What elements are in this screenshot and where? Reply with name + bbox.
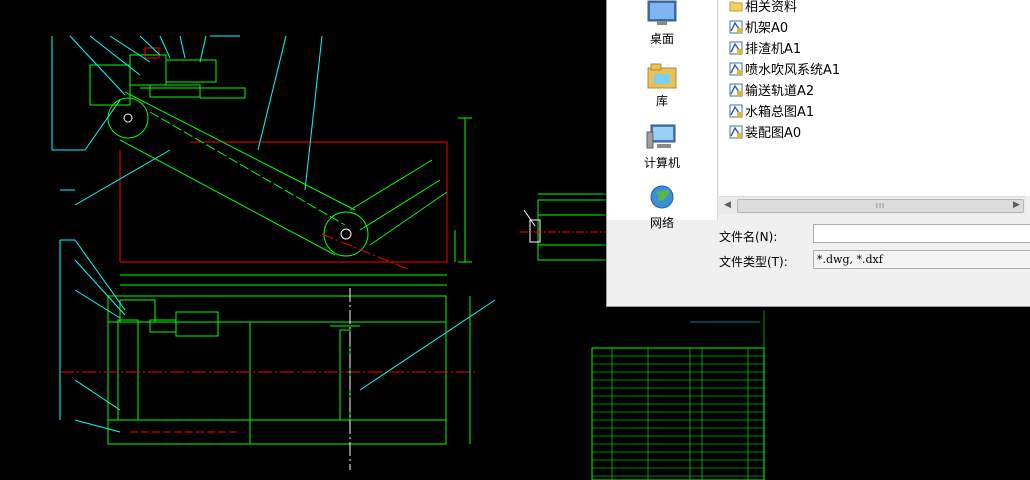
places-sidebar: 桌面 库 计算机 网络 <box>607 0 718 230</box>
list-item[interactable]: 排渣机A1 <box>729 40 801 59</box>
scroll-right-arrow-icon[interactable]: ▶ <box>1013 200 1020 210</box>
dwg-file-icon <box>729 83 743 97</box>
plan-outline <box>107 295 447 445</box>
filename-input[interactable] <box>813 224 1030 243</box>
filetype-select[interactable]: *.dwg, *.dxf <box>813 250 1030 269</box>
dwg-file-icon <box>729 20 743 34</box>
side-elevation-view <box>51 35 472 271</box>
place-label: 库 <box>655 94 668 108</box>
list-item[interactable]: 输送轨道A2 <box>729 82 814 101</box>
conveyor-lower-edge <box>119 139 336 256</box>
scroll-left-arrow-icon[interactable]: ◀ <box>724 200 731 210</box>
end-view <box>520 193 620 261</box>
folder-icon <box>729 1 743 12</box>
place-label: 网络 <box>649 216 674 230</box>
place-network[interactable]: 网络 <box>607 184 717 231</box>
conveyor-upper-edge <box>124 91 356 211</box>
plan-motor <box>175 311 219 337</box>
network-icon <box>650 185 674 209</box>
list-item[interactable]: 水箱总图A1 <box>729 103 814 122</box>
dwg-file-icon <box>729 125 743 139</box>
dwg-file-icon <box>729 62 743 76</box>
computer-icon <box>646 124 676 149</box>
place-label: 计算机 <box>643 156 680 170</box>
library-icon <box>647 63 677 89</box>
parts-table <box>591 310 765 480</box>
place-library[interactable]: 库 <box>607 62 717 109</box>
list-item[interactable]: 装配图A0 <box>729 124 801 143</box>
drive-motor <box>165 59 217 83</box>
filename-label: 文件名(N): <box>719 230 778 244</box>
plan-view <box>59 239 496 470</box>
desktop-icon <box>647 0 677 25</box>
red-frame-outline <box>119 141 448 263</box>
place-label: 桌面 <box>649 32 674 46</box>
filetype-label: 文件类型(T): <box>719 255 788 269</box>
place-desktop[interactable]: 桌面 <box>607 0 717 47</box>
head-pulley <box>107 97 149 139</box>
file-open-dialog: 桌面 库 计算机 网络 <box>606 0 1030 307</box>
scroll-thumb[interactable]: III <box>737 199 1024 213</box>
list-item[interactable]: 喷水吹风系统A1 <box>729 61 840 80</box>
list-item[interactable]: 相关资料 <box>729 0 797 17</box>
place-computer[interactable]: 计算机 <box>607 124 717 171</box>
horizontal-scrollbar[interactable]: ◀ III ▶ <box>719 196 1025 214</box>
file-list[interactable]: 相关资料 机架A0 排渣机A1 喷水吹风系统A1 <box>719 0 1030 196</box>
dwg-file-icon <box>729 41 743 55</box>
dwg-file-icon <box>729 104 743 118</box>
tail-pulley <box>323 211 369 257</box>
list-item[interactable]: 机架A0 <box>729 19 788 38</box>
